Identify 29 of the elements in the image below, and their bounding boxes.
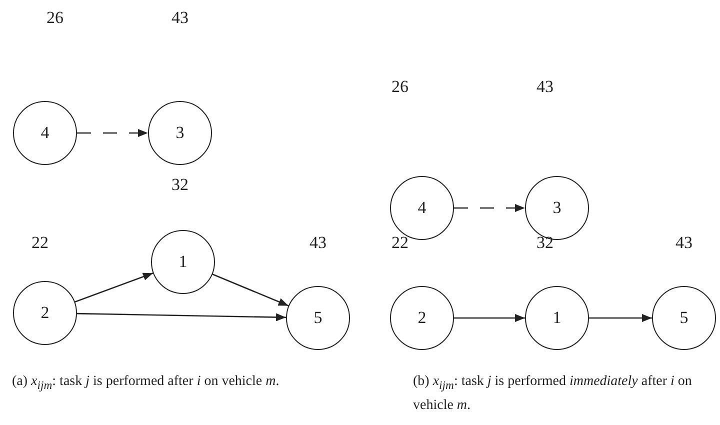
node-label: 4 [418,198,426,218]
time-value: 43 [536,77,554,97]
node-label: 5 [314,308,322,328]
time-value: 32 [170,175,190,195]
arrow [454,204,525,212]
node-label: 2 [40,303,50,323]
time-value: 22 [30,233,50,253]
arrow [454,314,525,322]
time-value: 43 [308,233,328,253]
time-value: 32 [536,233,554,253]
node-label: 1 [552,308,562,328]
node-label: 4 [40,123,50,143]
node-label: 2 [418,308,426,328]
arrow [76,312,286,322]
node-label: 3 [176,123,184,143]
caption: (b) x$_{ijm}$: task j is performed immediately after i on vehicle m. [413,373,693,415]
node-label: 5 [680,308,688,328]
node-label: 1 [178,252,188,272]
time-value: 43 [170,8,190,28]
node-label: 3 [552,198,562,218]
time-value: 26 [46,8,64,28]
arrow [74,272,154,303]
time-value: 26 [390,77,410,97]
arrow [77,129,148,137]
caption: (a) x$_{ijm}$: task j is performed after i on vehicle m. [12,373,280,394]
arrow [589,314,652,322]
time-value: 22 [390,233,410,253]
time-value: 43 [674,233,694,253]
arrow [212,274,289,306]
